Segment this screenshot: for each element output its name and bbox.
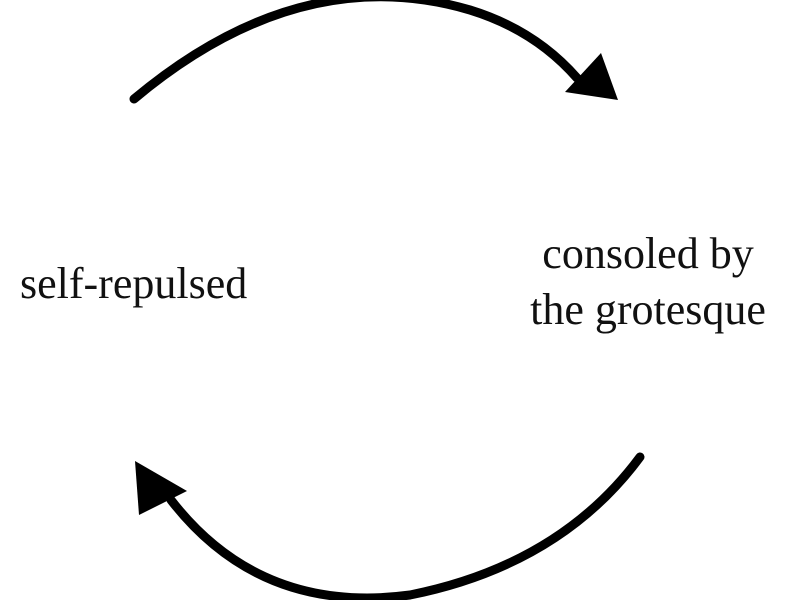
node-line-1: consoled by [542,229,754,278]
node-consoled-by-the-grotesque: consoled by the grotesque [508,226,788,338]
bottom-arrowhead [135,461,187,515]
node-self-repulsed: self-repulsed [20,259,248,308]
node-line-2: the grotesque [530,285,766,334]
top-arc-arrow [129,0,582,104]
top-arrowhead [565,53,618,100]
bottom-arc-arrow [166,452,645,603]
